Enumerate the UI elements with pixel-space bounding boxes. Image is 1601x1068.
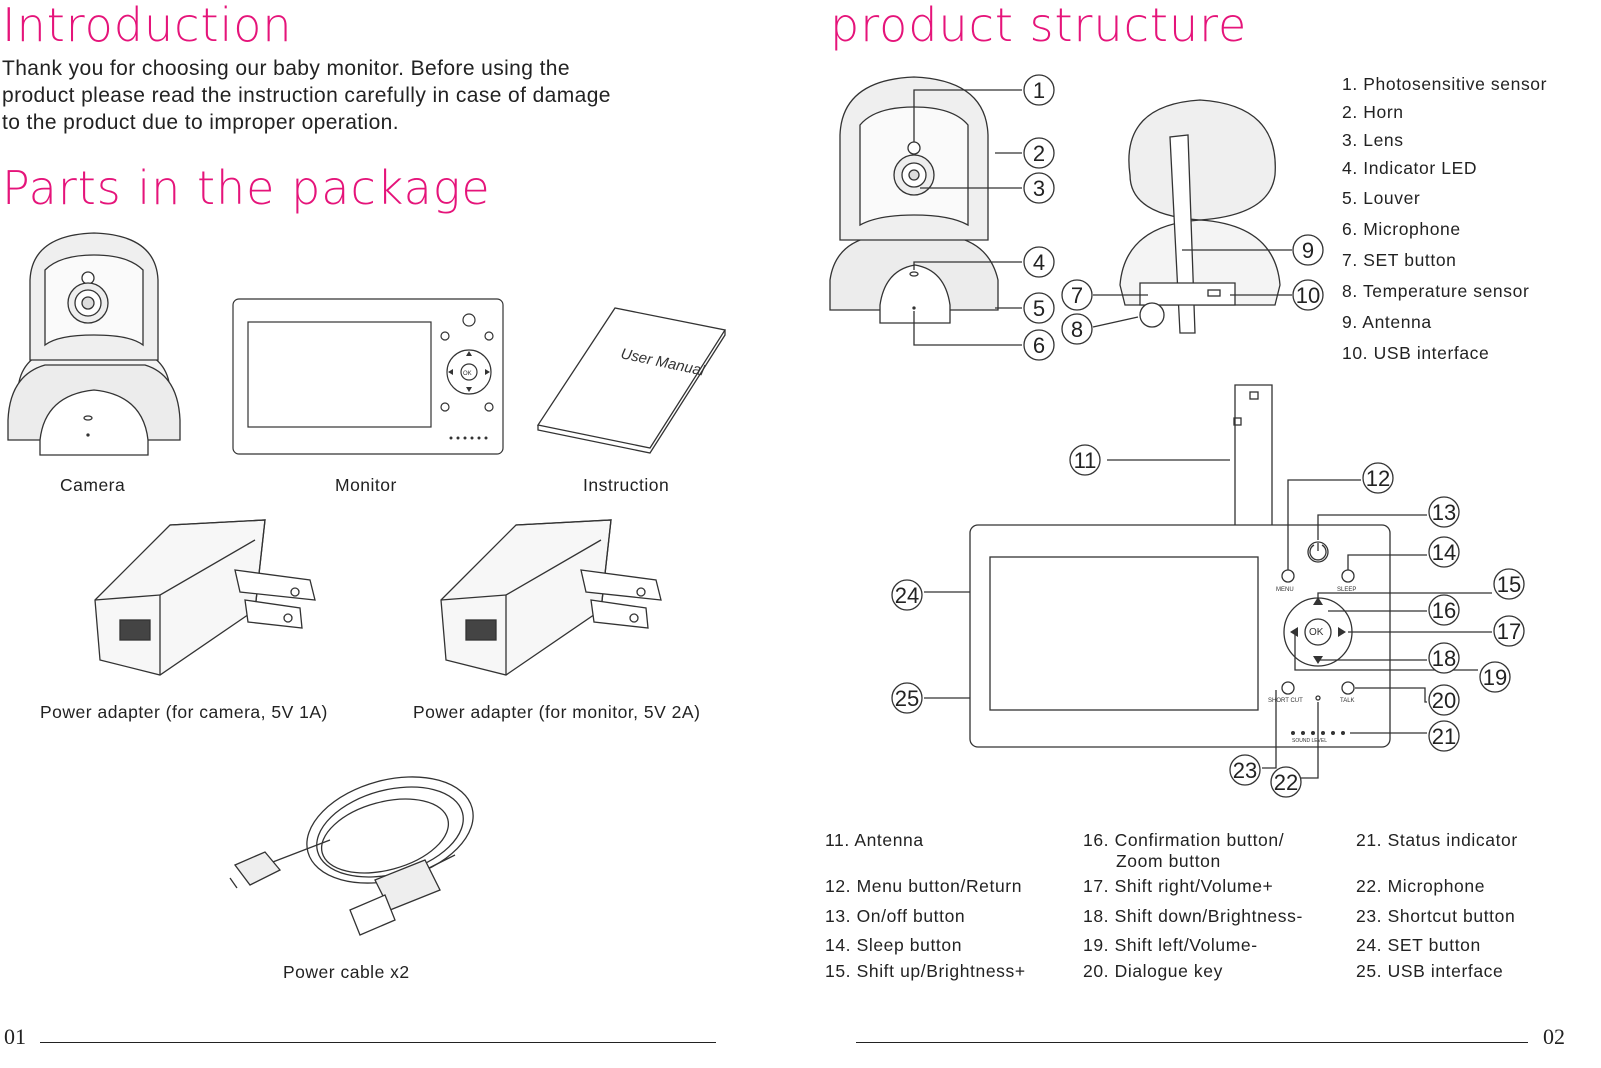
legend-item: 6. Microphone [1342, 219, 1461, 239]
label-adapter-monitor: Power adapter (for monitor, 5V 2A) [413, 702, 701, 722]
footer-rule-right [856, 1042, 1528, 1043]
booklet-illustration: User Manual [536, 307, 727, 454]
monitor-illustration: OK [232, 298, 504, 455]
structure-heading: product structure [830, 0, 1248, 52]
intro-text: Thank you for choosing our baby monitor.… [2, 55, 611, 136]
legend-item: 20. Dialogue key [1083, 961, 1223, 981]
legend-item: 24. SET button [1356, 935, 1481, 955]
callout-20: 20 [1432, 688, 1456, 713]
callout-22: 22 [1274, 770, 1298, 795]
callout-2: 2 [1033, 141, 1045, 166]
callout-13: 13 [1432, 500, 1456, 525]
adapter-camera-illustration [94, 519, 316, 676]
legend-item: 19. Shift left/Volume- [1083, 935, 1258, 955]
legend-item: 18. Shift down/Brightness- [1083, 906, 1303, 926]
legend-item: 9. Antenna [1342, 312, 1432, 332]
callout-16: 16 [1432, 598, 1456, 623]
legend-item-continuation: Zoom button [1116, 851, 1221, 871]
legend-item: 25. USB interface [1356, 961, 1504, 981]
callout-3: 3 [1033, 176, 1045, 201]
legend-item: 8. Temperature sensor [1342, 281, 1530, 301]
monitor-legend-col2: 16. Confirmation button/ Zoom button 17.… [1083, 830, 1303, 982]
legend-item: 11. Antenna [825, 830, 924, 850]
parts-heading: Parts in the package [2, 161, 491, 215]
callout-17: 17 [1497, 619, 1521, 644]
camera-legend: 1. Photosensitive sensor 2. Horn 3. Lens… [1342, 74, 1547, 371]
legend-item: 21. Status indicator [1356, 830, 1518, 850]
legend-item: 10. USB interface [1342, 343, 1490, 363]
callout-14: 14 [1432, 540, 1456, 565]
callout-25: 25 [895, 686, 919, 711]
adapter-monitor-illustration [440, 519, 662, 676]
monitor-structure-diagram: MENU SLEEP OK SHORT CUT TALK SOUND LEVEL… [891, 384, 1525, 798]
monitor-ok-label: OK [1309, 627, 1324, 638]
camera-illustration [7, 232, 181, 456]
legend-item: 7. SET button [1342, 250, 1457, 270]
legend-item: 17. Shift right/Volume+ [1083, 876, 1274, 896]
monitor-sleep-label: SLEEP [1337, 587, 1356, 593]
callout-18: 18 [1432, 646, 1456, 671]
legend-item: 15. Shift up/Brightness+ [825, 961, 1026, 981]
callout-5: 5 [1033, 296, 1045, 321]
monitor-legend-col3: 21. Status indicator 22. Microphone 23. … [1356, 830, 1518, 982]
legend-item: 22. Microphone [1356, 876, 1486, 896]
legend-item: 4. Indicator LED [1342, 158, 1478, 178]
intro-line: product please read the instruction care… [2, 84, 611, 107]
intro-line: to the product due to improper operation… [2, 111, 399, 134]
camera-structure-diagram: 1 2 3 4 5 6 7 8 9 10 [829, 74, 1324, 361]
page-number-right: 02 [1543, 1024, 1565, 1049]
cable-illustration [229, 776, 474, 936]
legend-item: 12. Menu button/Return [825, 876, 1023, 896]
callout-15: 15 [1497, 572, 1521, 597]
page-number-left: 01 [4, 1024, 26, 1049]
callout-6: 6 [1033, 333, 1045, 358]
callout-12: 12 [1366, 466, 1390, 491]
legend-item: 5. Louver [1342, 188, 1421, 208]
label-monitor: Monitor [335, 475, 397, 495]
monitor-shortcut-label: SHORT CUT [1268, 698, 1303, 704]
legend-item: 3. Lens [1342, 130, 1404, 150]
legend-item: 16. Confirmation button/ [1083, 830, 1285, 850]
callout-8: 8 [1071, 317, 1083, 342]
monitor-small-ok: OK [463, 371, 472, 377]
footer-rule-left [40, 1042, 716, 1043]
label-adapter-camera: Power adapter (for camera, 5V 1A) [40, 702, 328, 722]
callout-23: 23 [1233, 758, 1257, 783]
monitor-sound-level-label: SOUND LEVEL [1292, 738, 1327, 744]
legend-item: 2. Horn [1342, 102, 1404, 122]
label-camera: Camera [60, 475, 126, 495]
legend-item: 14. Sleep button [825, 935, 963, 955]
callout-9: 9 [1302, 238, 1314, 263]
callout-21: 21 [1432, 724, 1456, 749]
legend-item: 13. On/off button [825, 906, 966, 926]
callout-11: 11 [1074, 448, 1097, 473]
label-cable: Power cable x2 [283, 962, 410, 982]
callout-7: 7 [1071, 283, 1083, 308]
callout-24: 24 [895, 583, 919, 608]
callout-19: 19 [1483, 665, 1507, 690]
callout-4: 4 [1033, 250, 1045, 275]
monitor-talk-label: TALK [1340, 698, 1355, 704]
callout-1: 1 [1033, 78, 1045, 103]
monitor-menu-label: MENU [1276, 587, 1294, 593]
monitor-legend-col1: 11. Antenna 12. Menu button/Return 13. O… [825, 830, 1026, 982]
legend-item: 1. Photosensitive sensor [1342, 74, 1548, 94]
callout-10: 10 [1296, 283, 1320, 308]
label-instruction: Instruction [583, 475, 670, 495]
legend-item: 23. Shortcut button [1356, 906, 1516, 926]
intro-heading: Introduction [2, 0, 293, 52]
intro-line: Thank you for choosing our baby monitor.… [2, 57, 570, 80]
